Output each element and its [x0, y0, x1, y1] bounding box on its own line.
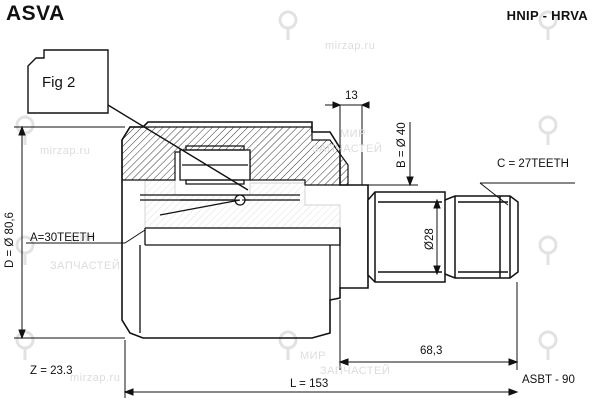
inner-details [139, 145, 341, 333]
dim-top-width: 13 [345, 90, 358, 102]
watermark-text: МИР [300, 350, 326, 362]
dim-l-value: L = 153 [290, 378, 329, 390]
watermark-text: ЗАПЧАСТЕЙ [320, 365, 391, 377]
model-code: HNIP - HRVA [506, 8, 588, 23]
watermark-text: МИР [340, 128, 366, 140]
dim-b-diameter: B = Ø 40 [396, 122, 408, 168]
dim-shaft-diameter: Ø28 [424, 228, 436, 250]
dim-c-teeth: C = 27TEETH [497, 158, 569, 170]
figure-label: Fig 2 [42, 74, 76, 91]
dim-shaft-length: 68,3 [420, 345, 443, 357]
watermark-text: mirzap.ru [325, 40, 376, 52]
watermark-pin-icon [15, 10, 558, 360]
watermark-text: mirzap.ru [70, 372, 121, 384]
cv-joint-body [121, 121, 369, 339]
watermark-text: МИР [70, 233, 96, 245]
dim-a-teeth: A=30TEETH [30, 232, 95, 244]
watermark-text: ЗАПЧАСТЕЙ [312, 143, 383, 155]
dim-d-outer: D = Ø 80,6 [4, 212, 16, 268]
dim-z-value: Z = 23.3 [30, 365, 73, 377]
watermark-text: ЗАПЧАСТЕЙ [50, 260, 121, 272]
brand-logo: ASVA [6, 2, 65, 25]
fig-callout [27, 49, 249, 191]
part-number: ASBT - 90 [522, 374, 575, 386]
dimension-lines [14, 101, 575, 398]
watermark-text: mirzap.ru [40, 145, 91, 157]
output-shaft [367, 191, 519, 283]
